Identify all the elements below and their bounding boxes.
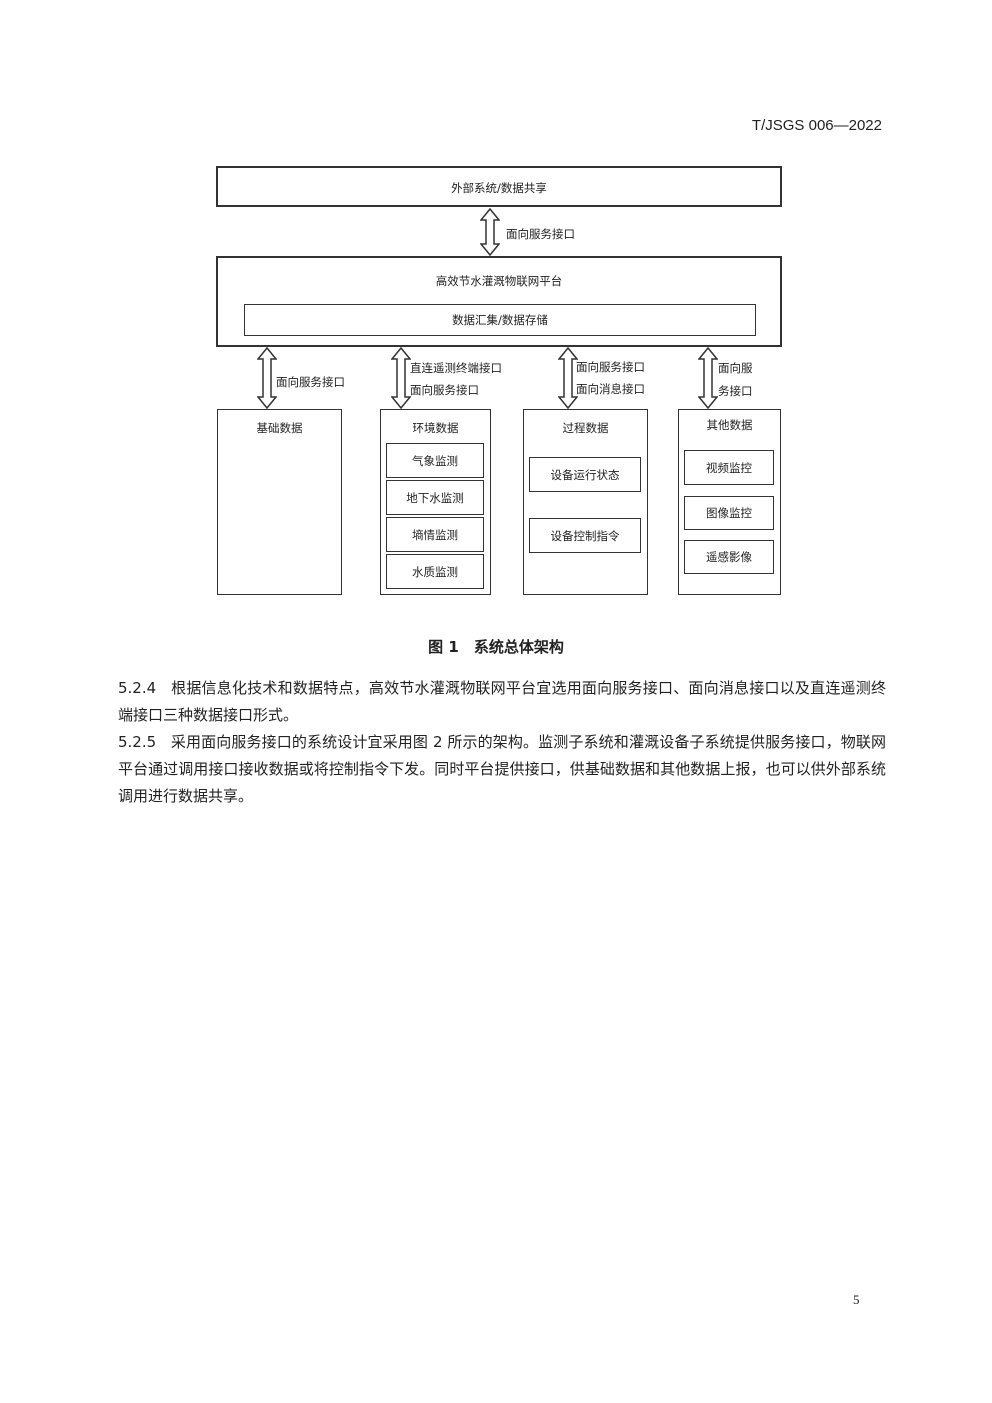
- double-arrow-icon: [480, 208, 500, 256]
- document-code: T/JSGS 006—2022: [751, 117, 882, 134]
- column-title: 基础数据: [256, 421, 303, 435]
- clause-text: 根据信息化技术和数据特点，高效节水灌溉物联网平台宜选用面向服务接口、面向消息接口…: [118, 679, 886, 724]
- column-title: 环境数据: [412, 421, 459, 435]
- sub-item-box: 墒情监测: [386, 517, 484, 552]
- sub-item-box: 遥感影像: [684, 540, 774, 574]
- double-arrow-icon: [698, 347, 718, 409]
- column-title: 过程数据: [562, 421, 609, 435]
- arrow-label: 面向服: [718, 361, 753, 375]
- double-arrow-icon: [391, 347, 411, 409]
- sub-item-box: 设备控制指令: [529, 518, 641, 553]
- sub-item-box: 图像监控: [684, 496, 774, 530]
- arrow-label: 面向消息接口: [576, 382, 645, 396]
- arrow-label: 务接口: [718, 384, 753, 398]
- sub-item-box: 地下水监测: [386, 480, 484, 515]
- arrow-label: 直连遥测终端接口: [410, 361, 502, 375]
- figure-caption: 图 1 系统总体架构: [428, 638, 564, 656]
- data-collection-box: 数据汇集/数据存储: [244, 304, 756, 336]
- environment-data-box: 环境数据 气象监测 地下水监测 墒情监测 水质监测: [380, 409, 491, 595]
- arrow-label: 面向服务接口: [276, 375, 345, 389]
- basic-data-box: 基础数据: [217, 409, 342, 595]
- clause-number: 5.2.5: [118, 733, 157, 751]
- external-system-label: 外部系统/数据共享: [451, 181, 547, 195]
- arrow-label: 面向服务接口: [506, 227, 575, 241]
- platform-title: 高效节水灌溉物联网平台: [435, 274, 563, 288]
- page-number: 5: [853, 1292, 860, 1307]
- sub-item-box: 视频监控: [684, 450, 774, 485]
- paragraph-5-2-4: 5.2.4 根据信息化技术和数据特点，高效节水灌溉物联网平台宜选用面向服务接口、…: [118, 675, 886, 729]
- arrow-label: 面向服务接口: [576, 360, 645, 374]
- clause-number: 5.2.4: [118, 679, 157, 697]
- paragraph-5-2-5: 5.2.5 采用面向服务接口的系统设计宜采用图 2 所示的架构。监测子系统和灌溉…: [118, 729, 886, 810]
- sub-item-box: 气象监测: [386, 443, 484, 478]
- other-data-box: 其他数据 视频监控 图像监控 遥感影像: [678, 409, 781, 595]
- process-data-box: 过程数据 设备运行状态 设备控制指令: [523, 409, 648, 595]
- clause-text: 采用面向服务接口的系统设计宜采用图 2 所示的架构。监测子系统和灌溉设备子系统提…: [118, 733, 886, 805]
- column-title: 其他数据: [706, 418, 753, 432]
- arrow-label: 面向服务接口: [410, 383, 479, 397]
- iot-platform-box: 高效节水灌溉物联网平台 数据汇集/数据存储: [216, 256, 782, 347]
- double-arrow-icon: [257, 347, 277, 409]
- sub-item-box: 水质监测: [386, 554, 484, 589]
- external-system-box: 外部系统/数据共享: [216, 166, 782, 207]
- double-arrow-icon: [558, 347, 578, 409]
- sub-item-box: 设备运行状态: [529, 457, 641, 492]
